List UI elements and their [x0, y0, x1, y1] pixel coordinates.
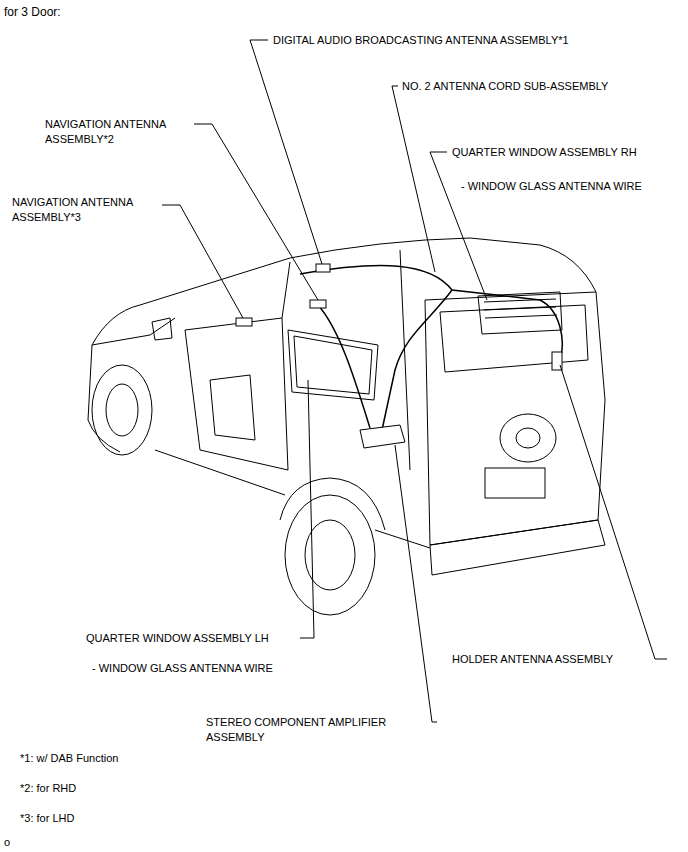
- front-end: [88, 305, 140, 452]
- antenna-cord: [300, 266, 562, 360]
- quarter-window-lh-inner: [294, 336, 372, 394]
- leader-line: [392, 86, 435, 272]
- navigation-antenna-rhd: [310, 300, 326, 308]
- rear-window: [440, 305, 588, 372]
- figure-code: o: [4, 835, 64, 850]
- front-wheel-rim: [106, 384, 138, 436]
- navigation-antenna-lhd: [236, 318, 252, 326]
- quarter-window-lh: [288, 330, 378, 400]
- leader-line: [395, 445, 437, 722]
- spare-tire: [500, 414, 556, 462]
- amplifier: [360, 425, 405, 448]
- part-label: HOLDER ANTENNA ASSEMBLY: [452, 652, 662, 667]
- footnote: *2: for RHD: [20, 781, 220, 796]
- license-plate: [485, 468, 545, 498]
- spare-tire-hub: [516, 428, 540, 448]
- sub-part-label: - WINDOW GLASS ANTENNA WIRE: [461, 179, 681, 194]
- footnote: *1: w/ DAB Function: [20, 751, 220, 766]
- side-lower-line: [155, 450, 285, 495]
- antenna-cord: [318, 305, 370, 428]
- part-label: DIGITAL AUDIO BROADCASTING ANTENNA ASSEM…: [273, 33, 673, 48]
- rear-wheel: [285, 495, 375, 615]
- quarter-window-rh-wire: [484, 299, 557, 318]
- hood-line: [92, 318, 175, 345]
- leader-line: [162, 205, 243, 318]
- dab-antenna: [316, 264, 330, 272]
- seat: [210, 375, 255, 440]
- part-label: NAVIGATION ANTENNA ASSEMBLY*2: [45, 117, 185, 147]
- leader-line: [250, 40, 322, 264]
- leader-line: [560, 365, 667, 659]
- leader-line: [430, 152, 487, 300]
- rear-bumper: [430, 520, 605, 575]
- part-label: QUARTER WINDOW ASSEMBLY RH: [452, 145, 682, 160]
- b-pillar: [282, 262, 290, 318]
- leader-line: [300, 380, 314, 638]
- leader-line: [194, 124, 318, 300]
- front-wheel: [92, 365, 152, 455]
- part-label: NAVIGATION ANTENNA ASSEMBLY*3: [12, 195, 157, 225]
- page-heading: for 3 Door:: [4, 5, 61, 20]
- part-label: STEREO COMPONENT AMPLIFIER ASSEMBLY: [206, 715, 406, 745]
- sub-part-label: - WINDOW GLASS ANTENNA WIRE: [92, 661, 322, 676]
- side-lower-line: [375, 530, 430, 548]
- wheel-arch: [280, 478, 385, 530]
- rear-hatch: [425, 292, 605, 545]
- part-label: QUARTER WINDOW ASSEMBLY LH: [86, 631, 316, 646]
- mirror: [152, 318, 172, 340]
- footnote: *3: for LHD: [20, 811, 220, 826]
- door-opening: [185, 318, 288, 470]
- part-label: NO. 2 ANTENNA CORD SUB-ASSEMBLY: [402, 79, 682, 94]
- antenna-cord: [382, 290, 452, 430]
